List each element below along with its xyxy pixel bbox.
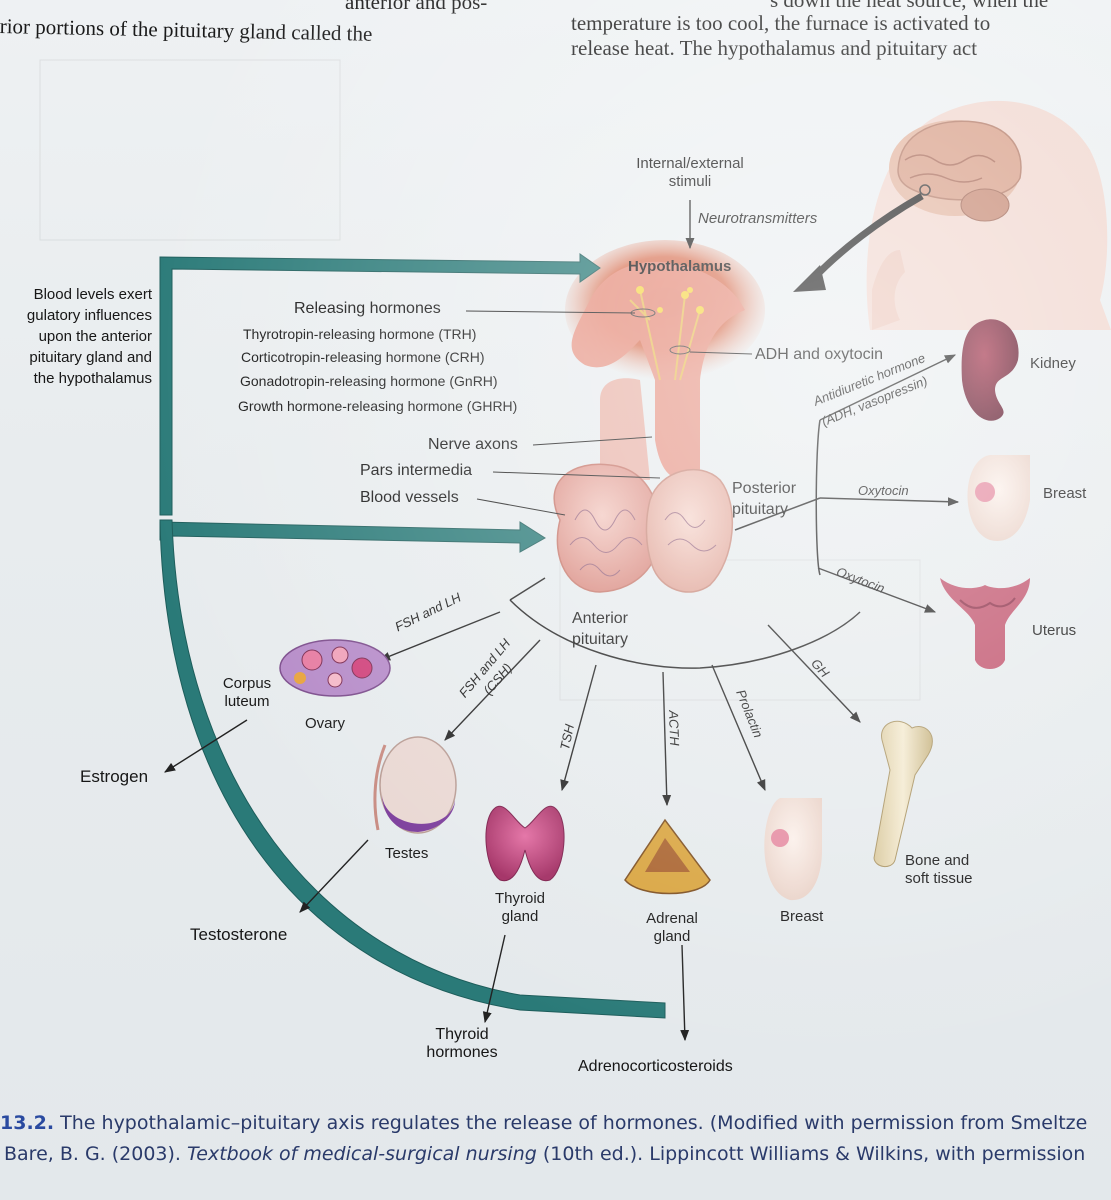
ovary-label: Ovary xyxy=(305,715,346,732)
releasing-hormone-3: Gonadotropin-releasing hormone (GnRH) xyxy=(240,373,498,389)
figure-number: 13.2. xyxy=(0,1112,55,1134)
nerve-axons-label: Nerve axons xyxy=(428,436,518,453)
breast-label-2: Breast xyxy=(780,908,824,925)
body-text-left-partial: anterior and pos- xyxy=(345,0,488,14)
pituitary-illustration xyxy=(553,240,765,593)
estrogen-label: Estrogen xyxy=(80,767,149,786)
stimuli-label: Internal/external stimuli xyxy=(636,155,744,190)
caption-line-2a: Bare, B. G. (2003). xyxy=(4,1143,188,1165)
adrenocorticosteroids-label: Adrenocorticosteroids xyxy=(578,1058,733,1075)
bone-label: Bone and soft tissue xyxy=(905,852,973,887)
adrenal-gland-label: Adrenal gland xyxy=(646,910,698,945)
leader-lines xyxy=(465,310,753,516)
kidney-label: Kidney xyxy=(1030,355,1076,372)
blood-vessels-label: Blood vessels xyxy=(360,489,459,506)
hormone-arrows xyxy=(164,200,960,1042)
hypothalamus-label: Hypothalamus xyxy=(628,258,732,275)
figure-caption: 13.2. The hypothalamic–pituitary axis re… xyxy=(0,1108,1111,1170)
breast-label-1: Breast xyxy=(1043,485,1087,502)
testes-label: Testes xyxy=(385,845,429,862)
thyroid-gland-label: Thyroid gland xyxy=(494,890,546,925)
caption-line-1: The hypothalamic–pituitary axis regulate… xyxy=(54,1112,1088,1134)
uterus-illustration xyxy=(940,578,1030,669)
releasing-hormone-4: Growth hormone-releasing hormone (GHRH) xyxy=(238,398,518,414)
head-illustration xyxy=(793,100,1111,330)
bone-illustration xyxy=(873,720,933,867)
acth-label: ACTH xyxy=(666,710,683,746)
kidney-illustration xyxy=(961,319,1019,421)
releasing-hormones-label: Releasing hormones xyxy=(294,300,441,317)
body-text-right-2: release heat. The hypothalamus and pitui… xyxy=(571,36,978,60)
caption-book-title: Textbook of medical-surgical nursing xyxy=(187,1143,537,1165)
pars-intermedia-label: Pars intermedia xyxy=(360,462,473,479)
adh-oxytocin-label: ADH and oxytocin xyxy=(755,346,884,363)
releasing-hormone-2: Corticotropin-releasing hormone (CRH) xyxy=(241,349,485,365)
body-text-right-1: temperature is too cool, the furnace is … xyxy=(571,11,991,35)
ghost-background xyxy=(39,59,921,701)
breast-illustration-2 xyxy=(764,798,822,901)
breast-illustration-1 xyxy=(967,455,1030,541)
feedback-note: Blood levels exert gulatory influences u… xyxy=(26,286,152,387)
posterior-pituitary-label: Posterior pituitary xyxy=(732,480,797,518)
ovary-illustration xyxy=(279,639,391,697)
caption-line-2c: (10th ed.). Lippincott Williams & Wilkin… xyxy=(536,1143,1086,1165)
corpus-luteum-label: Corpus luteum xyxy=(222,675,272,710)
feedback-arrows xyxy=(159,253,666,1019)
body-text-right-0: s down the heat source, when the xyxy=(770,0,1049,12)
uterus-label: Uterus xyxy=(1032,622,1077,639)
testosterone-label: Testosterone xyxy=(190,925,288,944)
anterior-pituitary-label: Anterior pituitary xyxy=(571,610,629,648)
releasing-hormone-1: Thyrotropin-releasing hormone (TRH) xyxy=(243,326,477,342)
thyroid-hormones-label: Thyroid hormones xyxy=(426,1026,498,1061)
testes-illustration xyxy=(373,736,457,834)
adrenal-illustration xyxy=(624,818,711,895)
branch-lines xyxy=(509,419,861,669)
thyroid-illustration xyxy=(485,805,565,882)
neurotransmitters-label: Neurotransmitters xyxy=(698,210,818,227)
oxytocin-label-1: Oxytocin xyxy=(858,483,909,498)
